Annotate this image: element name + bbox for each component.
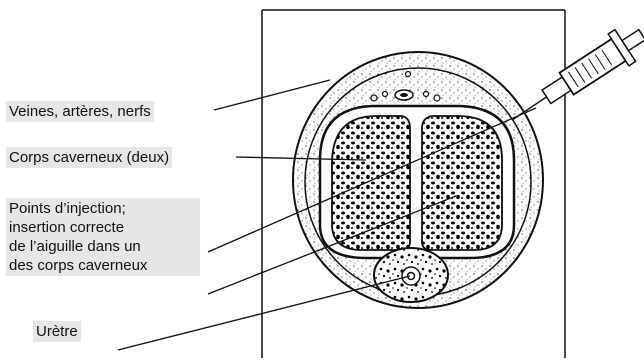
label-injection-line-1: Points d’injection; <box>9 199 197 218</box>
label-injection-line-3: de l’aiguille dans un <box>9 237 197 256</box>
label-corpora-cavernosa: Corps caverneux (deux) <box>6 147 172 168</box>
corpus-cavernosum-right <box>422 116 502 250</box>
label-urethra: Urètre <box>33 321 81 342</box>
leader-line-urethra <box>118 276 410 350</box>
urethra-structure <box>374 248 448 302</box>
label-injection-line-4: des corps caverneux <box>9 256 197 275</box>
syringe <box>512 19 644 120</box>
label-injection-points: Points d’injection; insertion correcte d… <box>6 198 200 276</box>
label-veins-arteries-nerves: Veines, artères, nerfs <box>6 101 154 122</box>
label-injection-line-2: insertion correcte <box>9 218 197 237</box>
leader-line-veins <box>214 80 330 110</box>
